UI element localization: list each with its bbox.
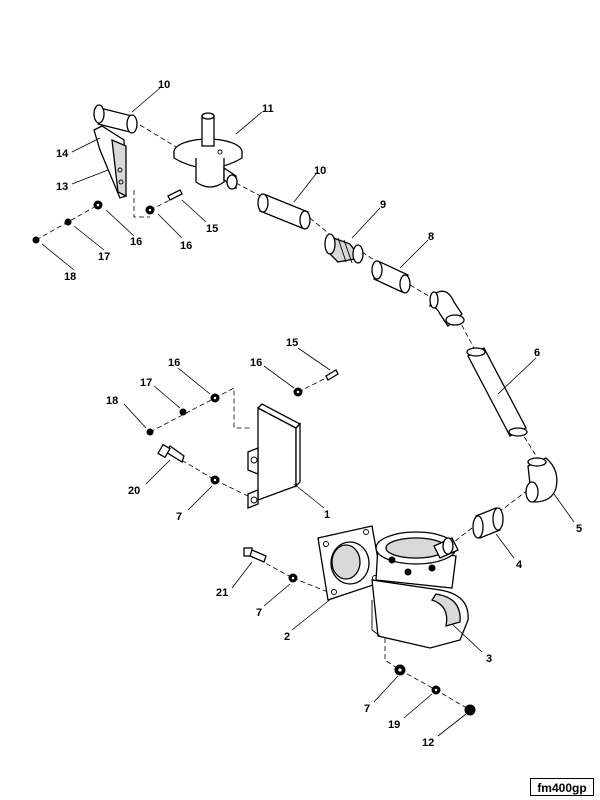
mixer-flange bbox=[317, 525, 383, 601]
pipe-nipple-upper bbox=[93, 104, 138, 134]
callout-16-upper-right: 16 bbox=[180, 240, 192, 252]
mounting-bracket-upper bbox=[93, 125, 127, 199]
callout-1: 1 bbox=[324, 509, 330, 521]
callout-11: 11 bbox=[262, 103, 274, 115]
pipe-coupling bbox=[371, 260, 411, 294]
callout-19: 19 bbox=[388, 719, 400, 731]
callout-5: 5 bbox=[576, 523, 582, 535]
callout-labels: 10 11 10 9 8 6 5 4 3 2 1 14 13 15 16 16 … bbox=[56, 79, 582, 749]
drawing-code-label: fm400gp bbox=[530, 778, 594, 796]
callout-15-lower: 15 bbox=[286, 337, 298, 349]
screw-15-upper bbox=[167, 189, 183, 201]
callout-7-mixer: 7 bbox=[256, 607, 262, 619]
callout-10-upper: 10 bbox=[158, 79, 170, 91]
bolt-20 bbox=[157, 443, 185, 463]
pipe-nipple-lower bbox=[257, 193, 311, 230]
mixer-assembly bbox=[371, 531, 469, 649]
callout-10-lower: 10 bbox=[314, 165, 326, 177]
callout-8: 8 bbox=[428, 231, 434, 243]
callout-2: 2 bbox=[284, 631, 290, 643]
callout-12: 12 bbox=[422, 737, 434, 749]
callout-3: 3 bbox=[486, 653, 492, 665]
pipe-union bbox=[324, 233, 364, 264]
leader-lines bbox=[41, 87, 575, 737]
callout-15-upper: 15 bbox=[206, 223, 218, 235]
callout-16-lower-left: 16 bbox=[168, 357, 180, 369]
pipe-elbow-lower bbox=[525, 457, 558, 503]
callout-7-bottom: 7 bbox=[364, 703, 370, 715]
short-coupling bbox=[472, 507, 504, 539]
callout-4: 4 bbox=[516, 559, 523, 571]
callout-17-lower: 17 bbox=[140, 377, 152, 389]
callout-13: 13 bbox=[56, 181, 68, 193]
callout-16-lower-right: 16 bbox=[250, 357, 262, 369]
long-pipe bbox=[466, 347, 528, 437]
callout-7-bracket: 7 bbox=[176, 511, 182, 523]
gas-regulator bbox=[173, 112, 243, 190]
callout-14: 14 bbox=[56, 148, 69, 160]
callout-6: 6 bbox=[534, 347, 540, 359]
fasteners bbox=[32, 200, 476, 716]
screw-15-lower bbox=[325, 369, 339, 381]
mounting-bracket bbox=[247, 403, 302, 509]
callout-21: 21 bbox=[216, 587, 228, 599]
callout-9: 9 bbox=[380, 199, 386, 211]
callout-18-lower: 18 bbox=[106, 395, 118, 407]
callout-20: 20 bbox=[128, 485, 140, 497]
bolt-21 bbox=[243, 547, 267, 563]
callout-16-upper-left: 16 bbox=[130, 236, 142, 248]
callout-17-upper: 17 bbox=[98, 251, 110, 263]
pipe-elbow-upper bbox=[429, 290, 465, 327]
callout-18-upper: 18 bbox=[64, 271, 76, 283]
